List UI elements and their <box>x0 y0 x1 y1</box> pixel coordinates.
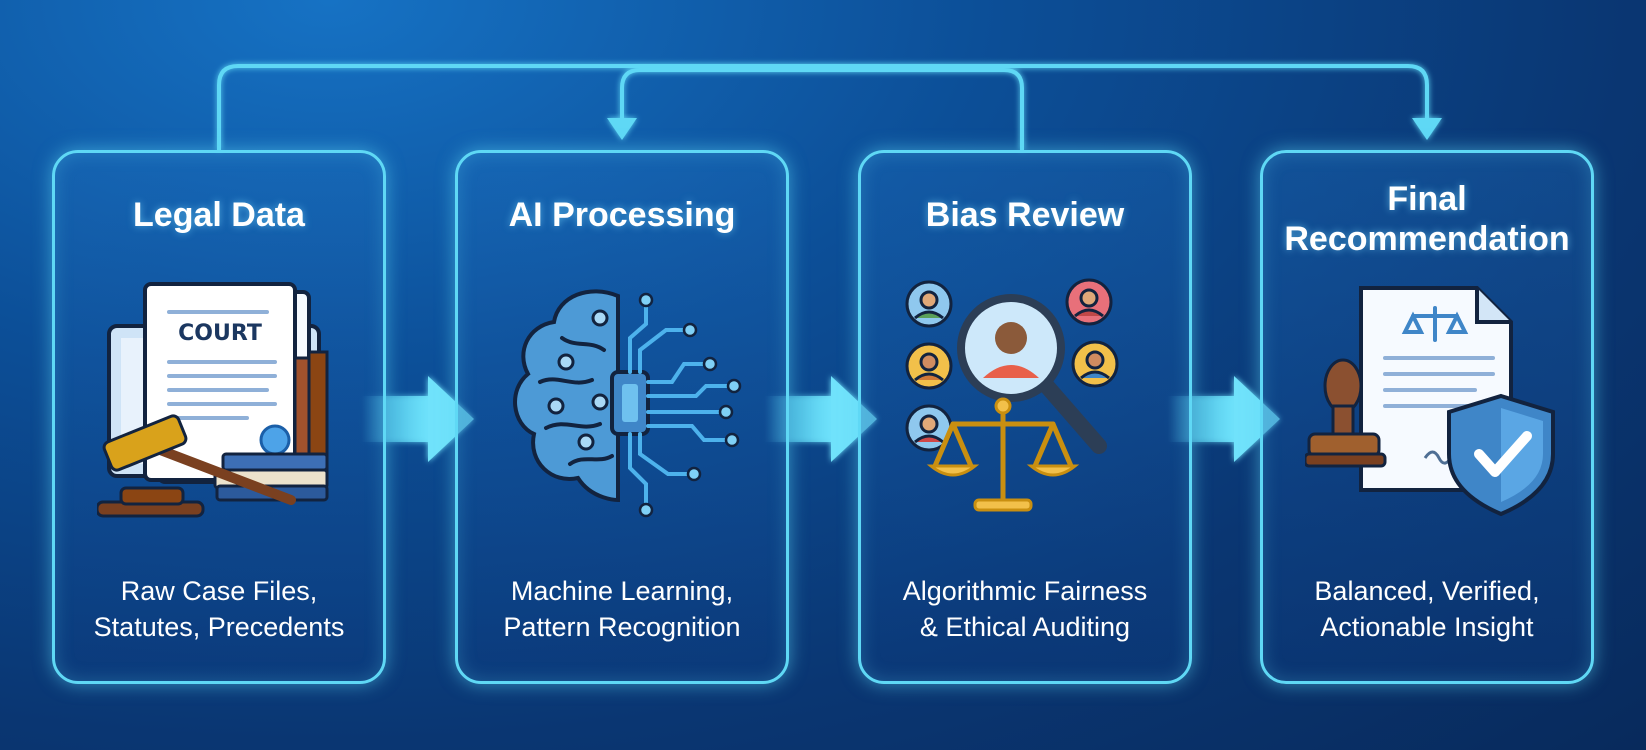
document-stamp-shield-icon <box>1305 286 1555 517</box>
flow-arrow-1 <box>362 376 474 462</box>
flow-arrow-2 <box>765 376 877 462</box>
flow-arrow-3 <box>1168 376 1280 462</box>
stage-card-ai-processing: AI Processing Machine Learning,Pattern R… <box>455 150 789 684</box>
stage-card-legal-data: Legal Data COURT Raw Case Files,Statutes… <box>52 150 386 684</box>
brain-circuit-icon <box>513 289 742 518</box>
stage-title: Bias Review <box>925 196 1125 234</box>
stage-card-bias-review: Bias Review Algorithmic Fairness& Ethica… <box>858 150 1192 684</box>
stage-description: Balanced, Verified,Actionable Insight <box>1314 576 1540 642</box>
stage-title: AI Processing <box>508 196 736 234</box>
stage-title: Legal Data <box>133 196 305 234</box>
stage-description: Algorithmic Fairness& Ethical Auditing <box>902 576 1148 642</box>
court-documents-gavel-icon: COURT <box>97 282 329 518</box>
stage-description: Machine Learning,Pattern Recognition <box>503 576 741 642</box>
arrowhead-to-final-recommendation <box>1412 118 1442 140</box>
svg-text:COURT: COURT <box>178 321 262 346</box>
magnifier-people-scales-icon <box>905 278 1119 512</box>
arrowhead-to-ai-processing <box>607 118 637 140</box>
stage-description: Raw Case Files,Statutes, Precedents <box>93 576 345 642</box>
top-connector-lines <box>217 64 1429 150</box>
